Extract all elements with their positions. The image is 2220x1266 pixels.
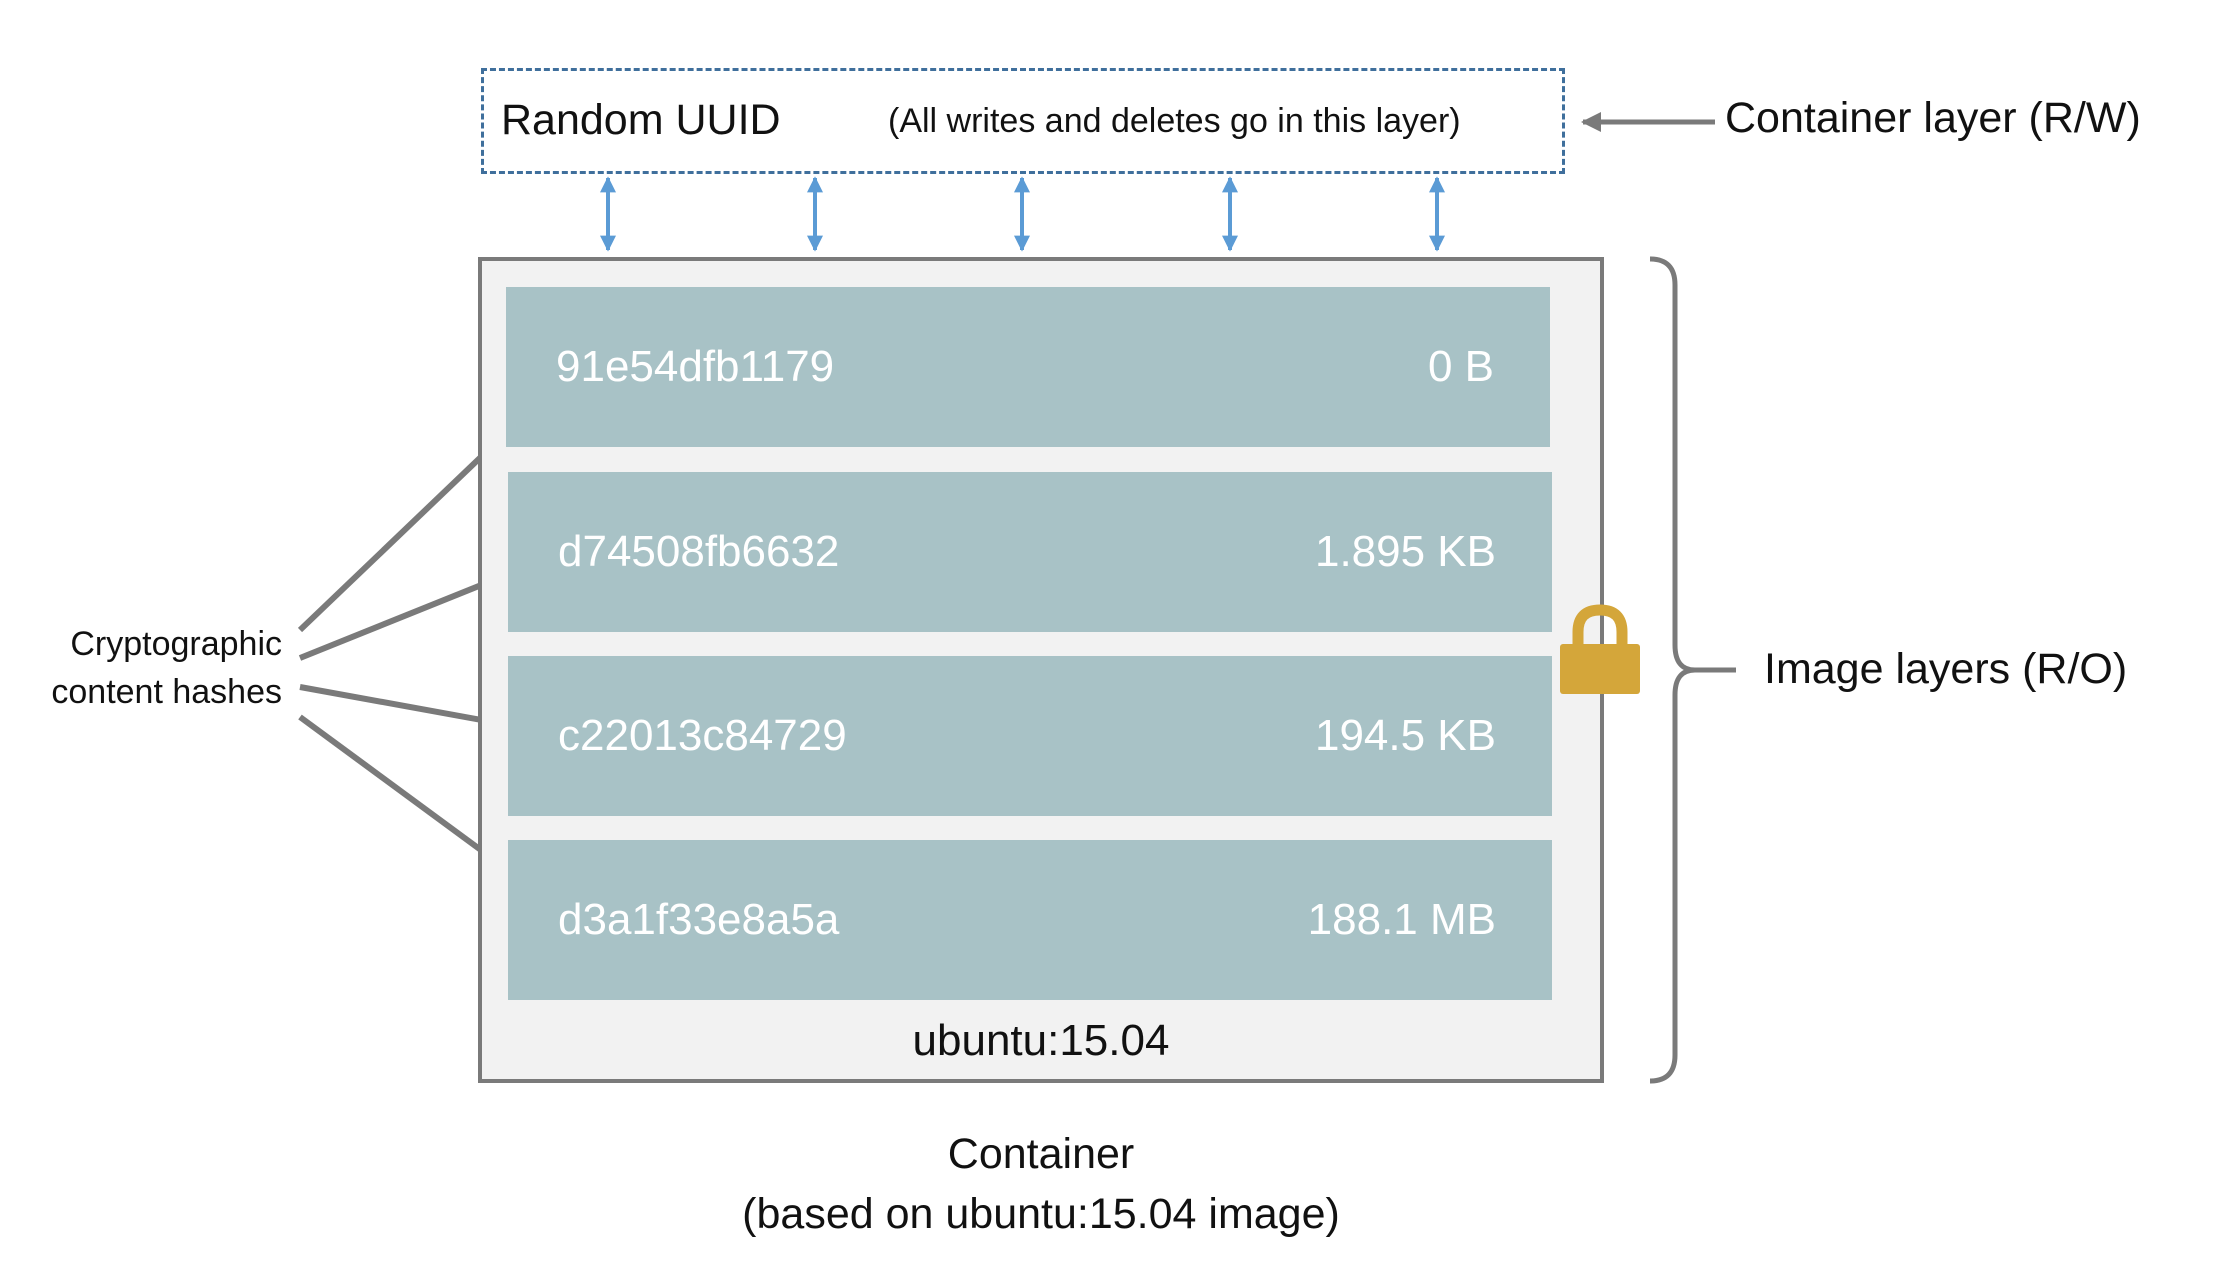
layer-hash: 91e54dfb1179: [556, 342, 835, 391]
container-layer-note: (All writes and deletes go in this layer…: [888, 102, 1461, 140]
hashes-label-line1: Cryptographic: [70, 625, 282, 663]
caption-title: Container: [947, 1130, 1135, 1178]
container-layer-label: Container layer (R/W): [1725, 94, 2141, 142]
image-layer: d3a1f33e8a5a 188.1 MB: [508, 840, 1552, 1000]
container-layer: [481, 68, 1565, 174]
layer-hash: c22013c84729: [558, 711, 847, 760]
image-layer: d74508fb6632 1.895 KB: [508, 472, 1552, 632]
image-layers-label: Image layers (R/O): [1764, 645, 2128, 693]
hashes-label: Cryptographic content hashes: [20, 620, 282, 716]
container-box: 91e54dfb1179 0 B d74508fb6632 1.895 KB c…: [478, 257, 1604, 1083]
hashes-label-line2: content hashes: [51, 673, 282, 711]
image-name: ubuntu:15.04: [912, 1016, 1170, 1065]
image-layer: c22013c84729 194.5 KB: [508, 656, 1552, 816]
container-layer-name: Random UUID: [501, 96, 781, 144]
layer-size: 194.5 KB: [1314, 711, 1496, 760]
image-layer: 91e54dfb1179 0 B: [506, 287, 1550, 447]
caption: Container (based on ubuntu:15.04 image): [478, 1124, 1604, 1244]
layer-hash: d74508fb6632: [558, 527, 840, 576]
layer-size: 188.1 MB: [1307, 895, 1496, 944]
layer-hash: d3a1f33e8a5a: [558, 895, 840, 944]
lock-icon: [1560, 604, 1640, 694]
image-layers-brace: [1649, 256, 1736, 1084]
layer-size: 0 B: [1427, 342, 1494, 391]
layer-size: 1.895 KB: [1314, 527, 1496, 576]
caption-subtitle: (based on ubuntu:15.04 image): [742, 1190, 1340, 1238]
